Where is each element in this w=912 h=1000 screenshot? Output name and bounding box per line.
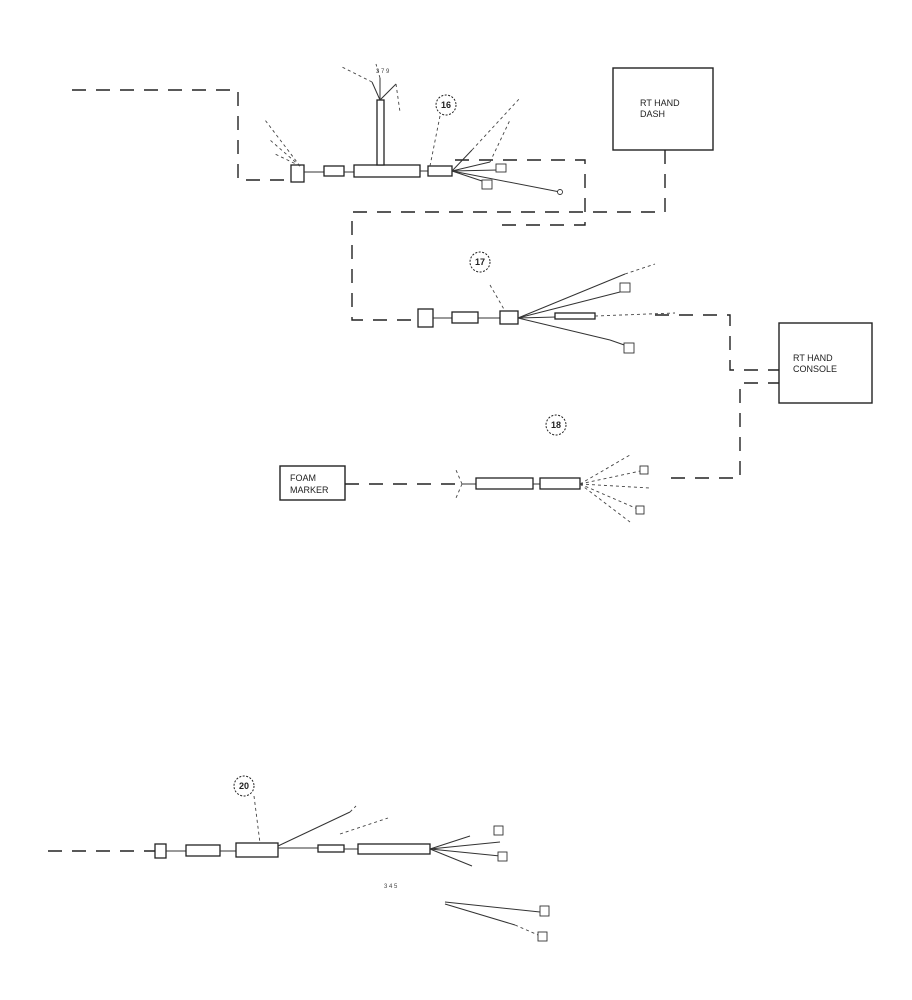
harness-16-assembly: 3 7 9 16: [264, 63, 563, 195]
connection-line-dash-to-harness17: [351, 150, 666, 321]
harness-17-connector: [417, 308, 434, 328]
callout-17-label: 17: [475, 257, 485, 267]
rt-hand-console-label-line2: CONSOLE: [793, 364, 837, 374]
foam-marker-box: FOAM MARKER: [279, 465, 346, 501]
harness-16-riser: [376, 99, 385, 166]
harness-16-sleeve-a: [323, 165, 345, 177]
harness-17-branch-sleeve: [554, 312, 596, 320]
harness-16-connector: [290, 164, 305, 183]
harness-16-sleeve-b: [427, 165, 453, 177]
harness-18-sleeve-a: [475, 477, 534, 490]
callout-16-label: 16: [441, 100, 451, 110]
foam-marker-label-line1: FOAM: [290, 473, 316, 483]
callout-20-label: 20: [239, 781, 249, 791]
callout-17-circle: [469, 251, 491, 273]
harness-20-wire-tag: 3 4 5: [384, 884, 398, 890]
harness-18-assembly: 18: [455, 414, 651, 523]
harness-16-sleeve-main: [353, 164, 421, 178]
foam-marker-label-line2: MARKER: [290, 485, 329, 495]
harness-17-sleeve-a: [451, 311, 479, 324]
harness-20-assembly: 3 4 5 20: [154, 775, 550, 942]
connection-line-console-to-harness18: [668, 382, 782, 479]
harness-18-sleeve-b: [539, 477, 581, 490]
harness-20-sleeve-c: [357, 843, 431, 855]
connection-lines: [48, 89, 782, 852]
harness-20-sleeve-b: [317, 844, 345, 853]
callout-18-label: 18: [551, 420, 561, 430]
callout-20-circle: [233, 775, 255, 797]
harness-17-assembly: 17: [417, 251, 676, 354]
rt-hand-dash-label-line1: RT HAND: [640, 98, 680, 108]
harness-20-connector: [154, 843, 167, 859]
connection-line-left-top: [72, 89, 292, 181]
harness-17-sleeve-b: [499, 310, 519, 325]
harness-20-sleeve-a: [185, 844, 221, 857]
harness-16-wire-tag: 3 7 9: [376, 69, 390, 75]
callout-18-circle: [545, 414, 567, 436]
harness-20-sleeve-main: [235, 842, 279, 858]
connection-line-harness17-to-console: [655, 314, 782, 371]
rt-hand-dash-label-line2: DASH: [640, 109, 665, 119]
callout-16-circle: [435, 94, 457, 116]
rt-hand-dash-box: RT HAND DASH: [612, 67, 714, 151]
rt-hand-console-label-line1: RT HAND: [793, 353, 833, 363]
connection-line-harness16-loop: [455, 159, 586, 226]
rt-hand-console-box: RT HAND CONSOLE: [778, 322, 873, 404]
